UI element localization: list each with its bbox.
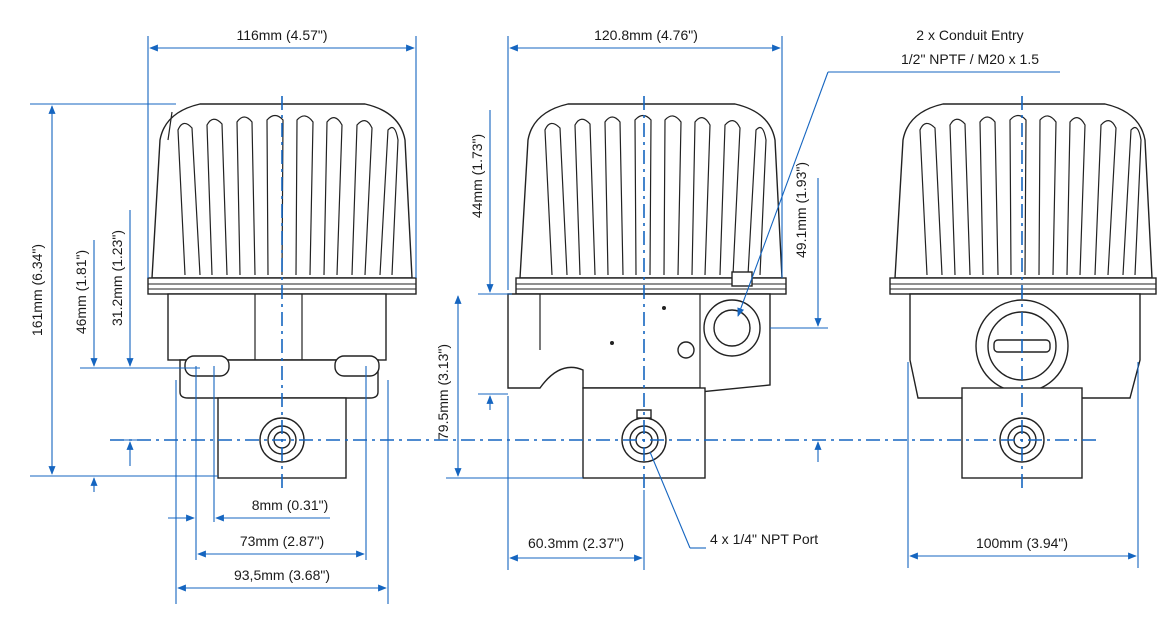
conduit-note-line1: 2 x Conduit Entry xyxy=(916,27,1023,43)
dim-93: 93,5mm (3.68") xyxy=(234,567,330,583)
dim-100: 100mm (3.94") xyxy=(976,535,1068,551)
dim-49: 49.1mm (1.93") xyxy=(793,162,809,258)
dim-161: 161mm (6.34") xyxy=(29,244,45,336)
front-slot-left xyxy=(184,355,230,377)
dim-116: 116mm (4.57") xyxy=(236,27,327,43)
rear-dimensions: 100mm (3.94") xyxy=(907,362,1139,568)
dim-73: 73mm (2.87") xyxy=(240,533,324,549)
conduit-note-line2: 1/2" NPTF / M20 x 1.5 xyxy=(901,51,1039,67)
side-dimensions: 120.8mm (4.76") 44mm (1.73") 79.5mm (3.1… xyxy=(435,27,1060,570)
front-body xyxy=(167,293,387,361)
dim-44: 44mm (1.73") xyxy=(469,134,485,218)
npt-port-note: 4 x 1/4" NPT Port xyxy=(710,531,818,547)
front-cap-ribs xyxy=(167,111,399,276)
rear-view xyxy=(889,96,1157,490)
dim-120: 120.8mm (4.76") xyxy=(594,27,698,43)
front-slot-right xyxy=(334,355,380,377)
dim-79: 79.5mm (3.13") xyxy=(435,344,451,440)
front-dimensions: 116mm (4.57") 161mm (6.34") 46mm (1.81")… xyxy=(29,27,417,604)
front-view xyxy=(147,96,417,490)
rear-cap-ribs xyxy=(919,114,1142,276)
dim-46: 46mm (1.81") xyxy=(73,250,89,334)
dim-8: 8mm (0.31") xyxy=(252,497,329,513)
front-mount-plate xyxy=(179,359,379,399)
dim-31: 31.2mm (1.23") xyxy=(109,230,125,326)
side-view xyxy=(507,96,787,490)
rear-flange xyxy=(889,277,1157,295)
side-cap-ribs xyxy=(544,114,767,276)
rear-cap xyxy=(894,103,1153,279)
dim-60: 60.3mm (2.37") xyxy=(528,535,624,551)
